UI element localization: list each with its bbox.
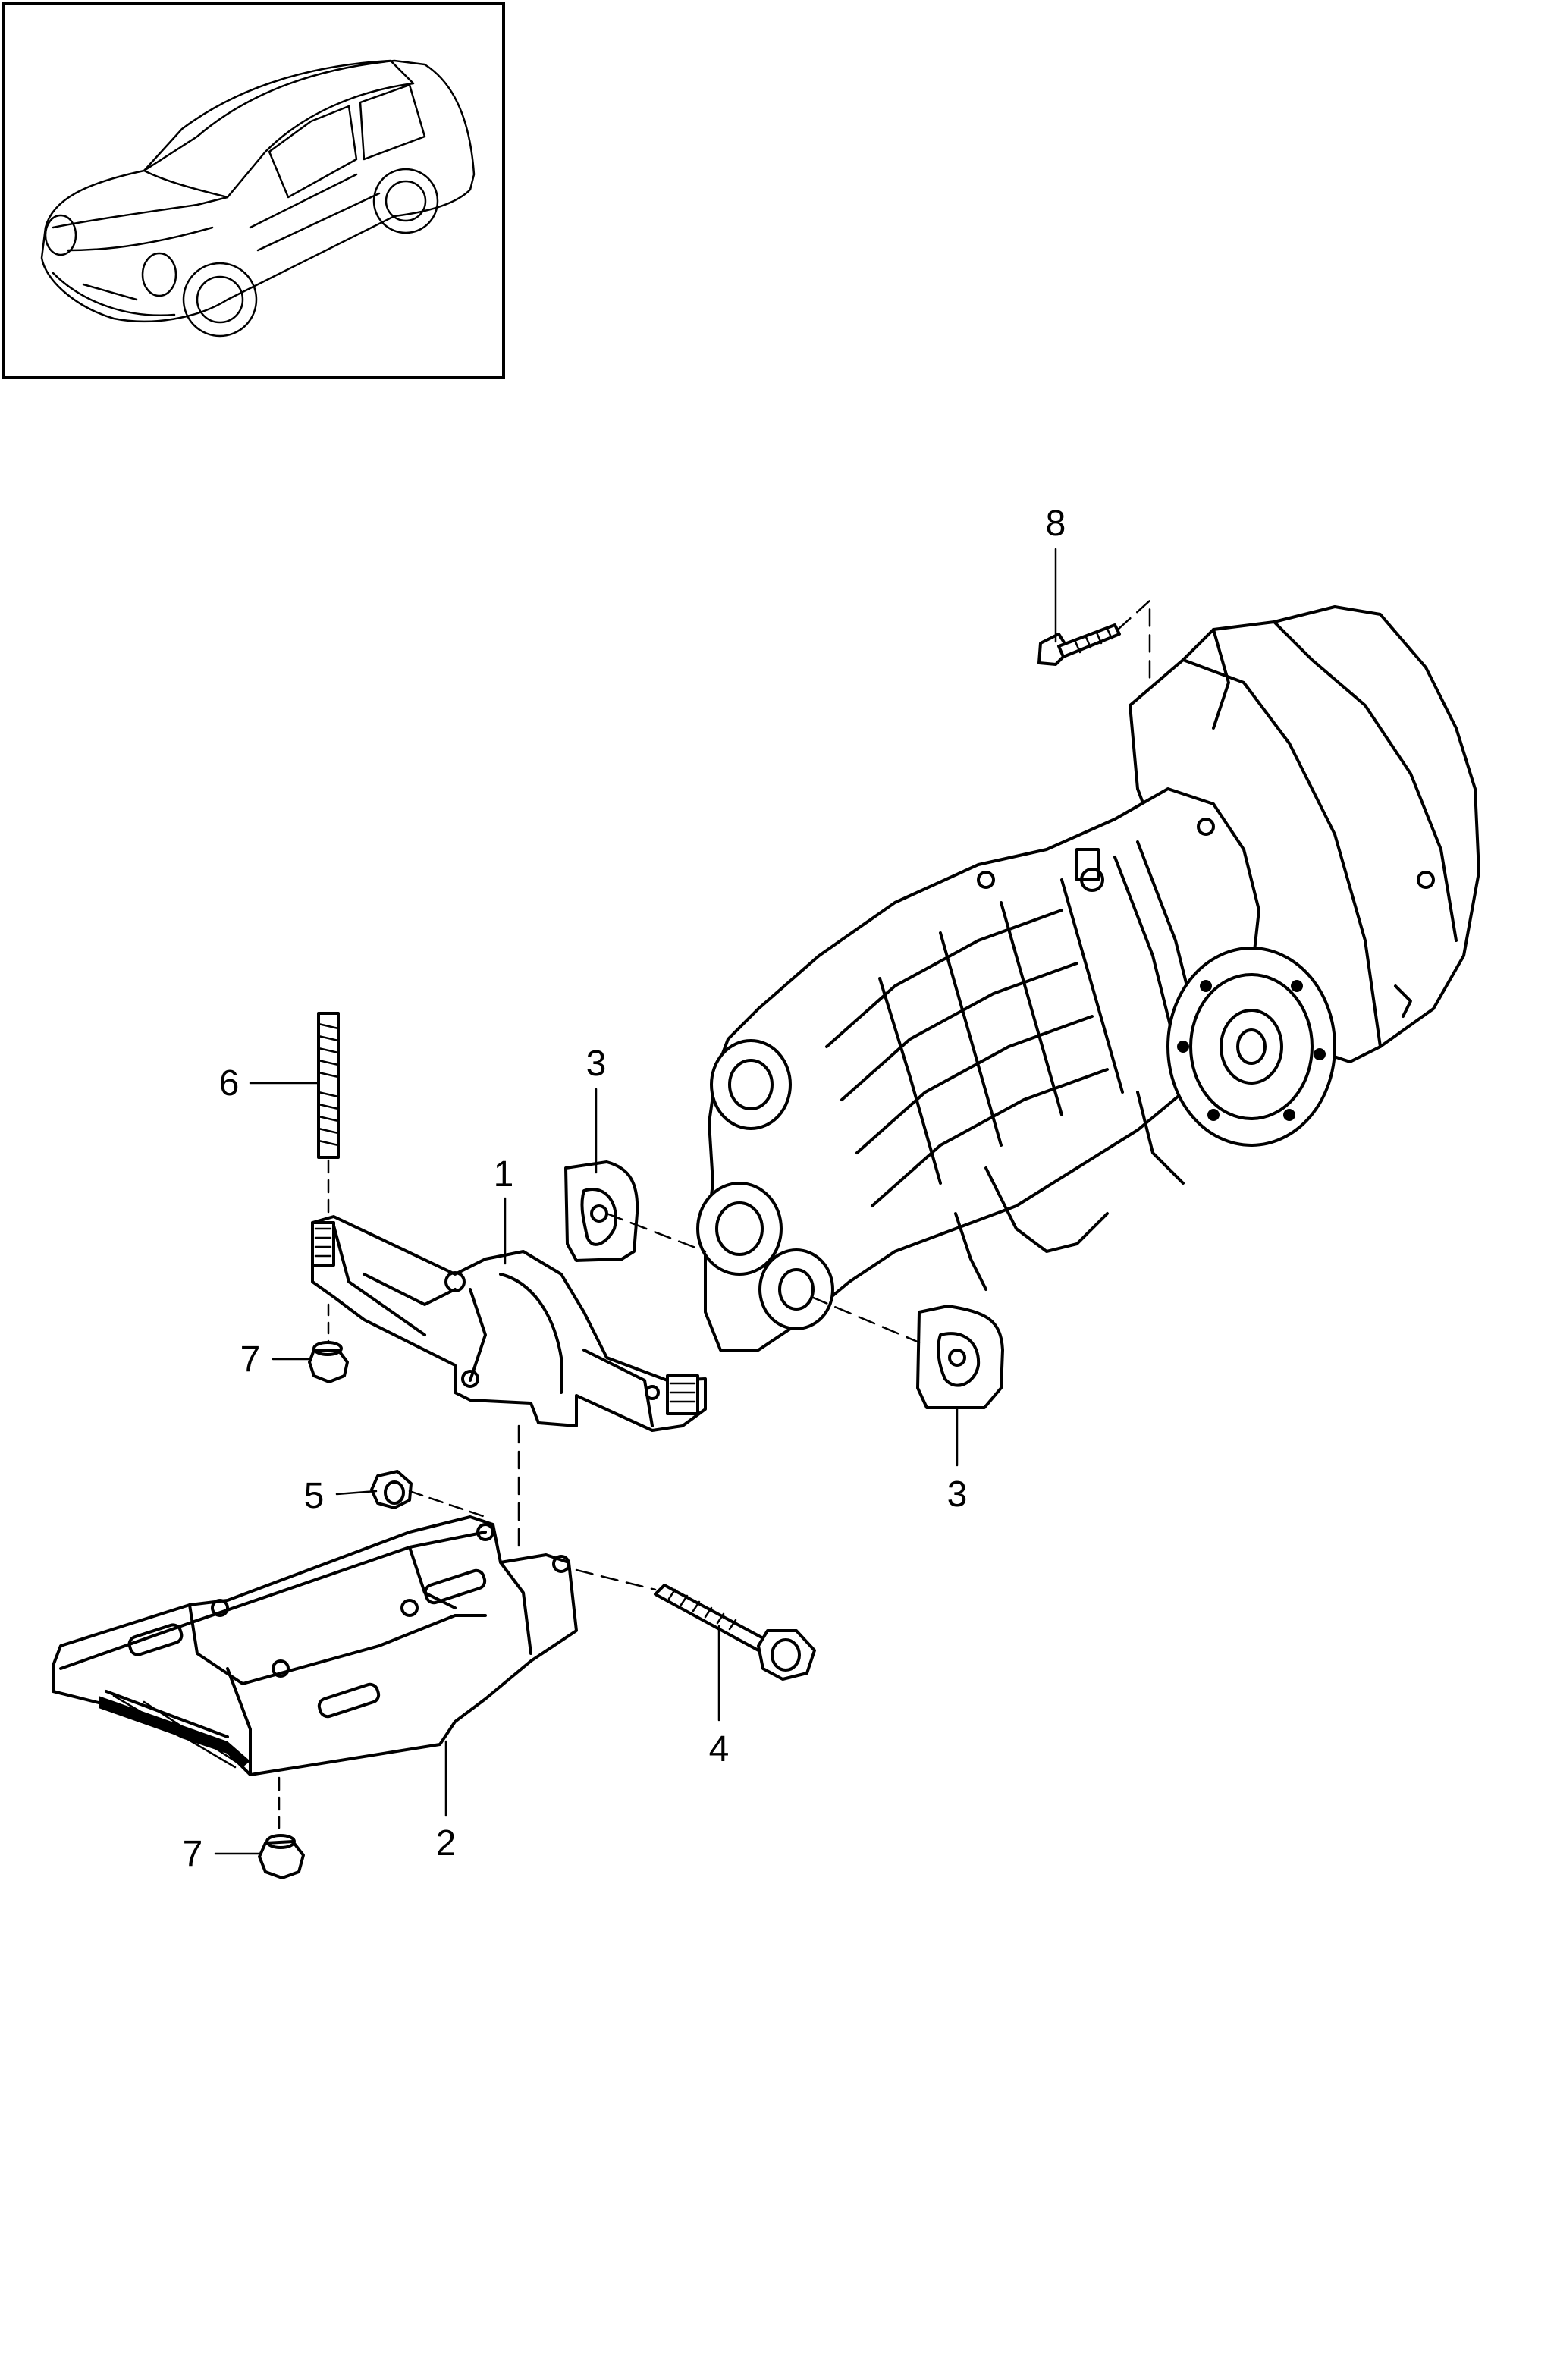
callout-7-upper: 7 <box>240 1339 261 1380</box>
part-6-stud <box>317 1012 340 1159</box>
car-illustration-icon <box>40 59 476 338</box>
gearbox-case <box>704 787 1260 1352</box>
callout-5: 5 <box>304 1476 325 1516</box>
part-3-lower-dashed-guide <box>810 1295 921 1344</box>
callout-labels: 8 6 1 3 3 7 5 4 2 7 <box>183 504 1066 1874</box>
gearbox-nose <box>696 1039 834 1330</box>
output-flange <box>1166 947 1336 1147</box>
transmission-assembly <box>696 605 1480 1352</box>
callout-8: 8 <box>1046 504 1066 544</box>
part-2-cross-member <box>52 1515 578 1776</box>
part-3-upper-dashed-guide <box>605 1212 707 1253</box>
part-8-bolt <box>1037 623 1121 666</box>
part-3-lower-buffer <box>916 1305 1004 1409</box>
part-1-transmission-carrier <box>311 1215 707 1432</box>
part-4-dashed-guide <box>575 1568 657 1591</box>
callout-1: 1 <box>494 1154 514 1195</box>
callout-3-lower: 3 <box>947 1474 968 1515</box>
leader-5 <box>335 1490 378 1496</box>
leader-lines <box>214 548 1057 1855</box>
callout-6: 6 <box>219 1063 240 1104</box>
part-8-dashed-guide <box>1116 599 1151 684</box>
thumbnail-frame <box>2 2 505 379</box>
callout-4: 4 <box>709 1729 730 1769</box>
part-7-upper-nut <box>308 1341 349 1383</box>
callout-3-upper: 3 <box>586 1044 607 1084</box>
part-7-lower-nut <box>258 1834 305 1879</box>
part-5-nut <box>370 1470 413 1509</box>
callout-7-lower: 7 <box>183 1834 203 1874</box>
callout-2: 2 <box>436 1823 457 1863</box>
part-4-bolt <box>654 1584 816 1681</box>
part-3-upper-buffer <box>564 1160 639 1262</box>
vehicle-thumbnail <box>2 2 505 379</box>
part-5-dashed-guide <box>408 1490 487 1518</box>
